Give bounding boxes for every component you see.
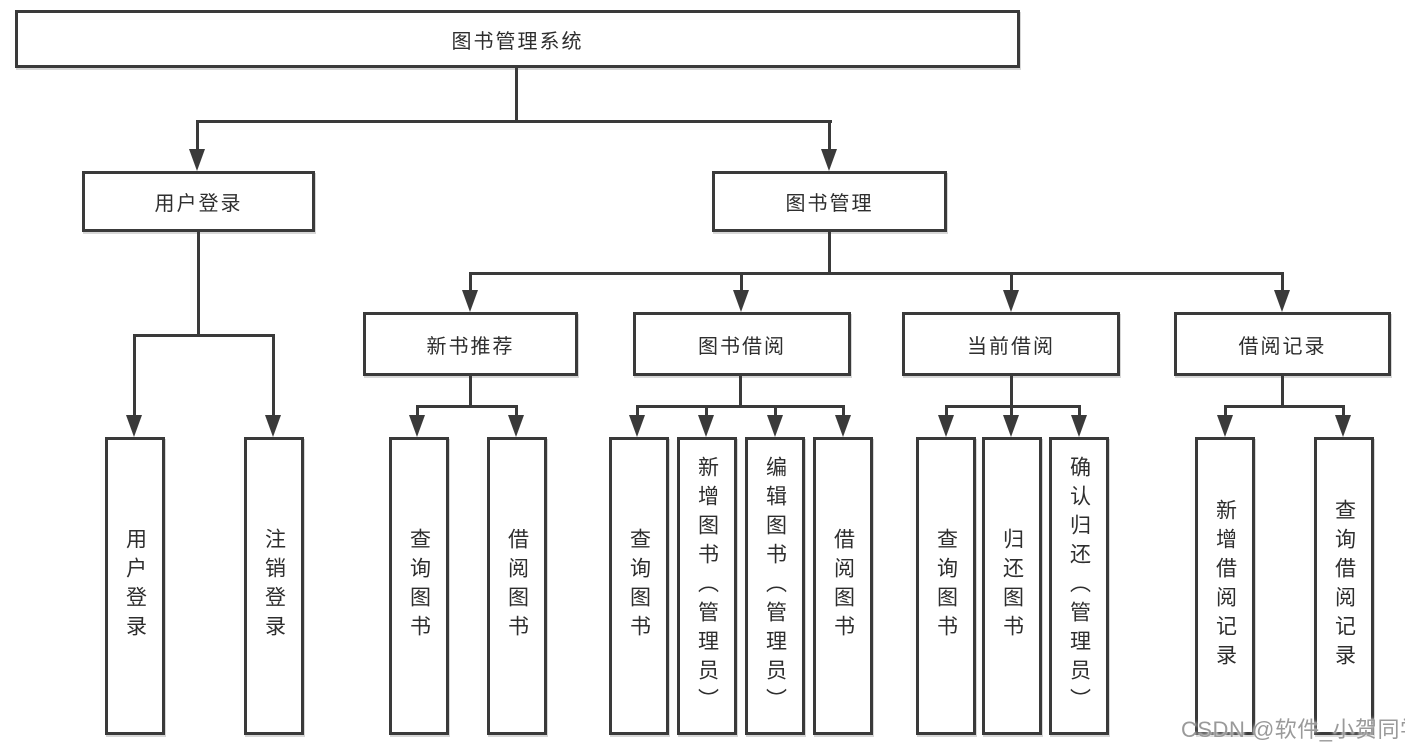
connector-root-stem <box>515 68 518 122</box>
connector-to-book-mgmt <box>828 120 831 156</box>
arrow-down-icon <box>1071 415 1087 437</box>
leaf-user-login: 用户登录 <box>105 437 165 735</box>
connector-to-current-borrow <box>1010 272 1013 298</box>
arrow-down-icon <box>1003 415 1019 437</box>
node-library-system: 图书管理系统 <box>15 10 1020 68</box>
arrow-down-icon <box>508 415 524 437</box>
connector-borrow-records-rail <box>1224 405 1345 408</box>
connector-to-leaf <box>133 334 136 419</box>
leaf-query-books: 查询图书 <box>916 437 976 735</box>
node-new-books-label: 新书推荐 <box>426 335 515 358</box>
connector-borrow-records-stem <box>1281 376 1284 407</box>
arrow-down-icon <box>835 415 851 437</box>
node-borrow-records-label: 借阅记录 <box>1238 335 1327 358</box>
leaf-user-login-label: 用户登录 <box>123 528 147 644</box>
arrow-down-icon <box>938 415 954 437</box>
arrow-down-icon <box>821 149 837 171</box>
connector-current-borrow-rail <box>945 405 1081 408</box>
leaf-logout-label: 注销登录 <box>262 528 286 644</box>
node-borrow-records: 借阅记录 <box>1174 312 1391 376</box>
connector-to-book-borrow <box>740 272 743 298</box>
connector-to-borrow-records <box>1281 272 1284 298</box>
leaf-add-borrow-record: 新增借阅记录 <box>1195 437 1255 735</box>
leaf-edit-books-admin-label: 编辑图书（管理员） <box>763 455 787 717</box>
leaf-confirm-return-admin-label: 确认归还（管理员） <box>1067 455 1091 717</box>
connector-current-borrow-stem <box>1010 376 1013 407</box>
leaf-query-books-label: 查询图书 <box>407 528 431 644</box>
connector-book-mgmt-stem <box>828 232 831 275</box>
leaf-add-books-admin-label: 新增图书（管理员） <box>695 455 719 717</box>
arrow-down-icon <box>1335 415 1351 437</box>
connector-root-rail <box>196 120 832 123</box>
leaf-return-books: 归还图书 <box>982 437 1042 735</box>
leaf-add-books-admin: 新增图书（管理员） <box>677 437 737 735</box>
leaf-return-books-label: 归还图书 <box>1000 528 1024 644</box>
node-book-borrow-label: 图书借阅 <box>698 335 786 358</box>
connector-user-login-stem <box>197 232 200 336</box>
connector-to-leaf <box>272 334 275 419</box>
leaf-query-borrow-record-label: 查询借阅记录 <box>1332 499 1356 673</box>
connector-new-books-rail <box>416 405 518 408</box>
arrow-down-icon <box>126 415 142 437</box>
connector-new-books-stem <box>469 376 472 407</box>
arrow-down-icon <box>629 415 645 437</box>
leaf-query-books: 查询图书 <box>389 437 449 735</box>
leaf-query-books: 查询图书 <box>609 437 669 735</box>
leaf-confirm-return-admin: 确认归还（管理员） <box>1049 437 1109 735</box>
connector-to-new-books <box>469 272 472 298</box>
leaf-query-borrow-record: 查询借阅记录 <box>1314 437 1374 735</box>
leaf-add-borrow-record-label: 新增借阅记录 <box>1213 499 1237 673</box>
arrow-down-icon <box>265 415 281 437</box>
arrow-down-icon <box>767 415 783 437</box>
node-current-borrow: 当前借阅 <box>902 312 1120 376</box>
arrow-down-icon <box>409 415 425 437</box>
node-current-borrow-label: 当前借阅 <box>967 335 1055 358</box>
leaf-edit-books-admin: 编辑图书（管理员） <box>745 437 805 735</box>
arrow-down-icon <box>462 290 478 312</box>
connector-book-mgmt-rail <box>469 272 1284 275</box>
node-book-mgmt-label: 图书管理 <box>785 193 874 215</box>
csdn-watermark: CSDN @软件_小贺同学 <box>1181 717 1405 742</box>
leaf-query-books-label: 查询图书 <box>934 528 958 644</box>
connector-book-borrow-rail <box>636 405 845 408</box>
leaf-query-books-label: 查询图书 <box>627 528 651 644</box>
connector-to-user-login <box>196 120 199 156</box>
arrow-down-icon <box>1217 415 1233 437</box>
leaf-borrow-books-label: 借阅图书 <box>831 528 855 644</box>
arrow-down-icon <box>733 290 749 312</box>
connector-user-login-rail <box>133 334 275 337</box>
arrow-down-icon <box>1003 290 1019 312</box>
node-user-login-label: 用户登录 <box>154 193 243 215</box>
node-book-borrow: 图书借阅 <box>633 312 851 376</box>
arrow-down-icon <box>698 415 714 437</box>
node-library-system-label: 图书管理系统 <box>451 30 584 53</box>
node-book-mgmt: 图书管理 <box>712 171 947 232</box>
leaf-borrow-books: 借阅图书 <box>813 437 873 735</box>
leaf-borrow-books: 借阅图书 <box>487 437 547 735</box>
node-new-books: 新书推荐 <box>363 312 578 376</box>
arrow-down-icon <box>1274 290 1290 312</box>
node-user-login: 用户登录 <box>82 171 315 232</box>
leaf-borrow-books-label: 借阅图书 <box>505 528 529 644</box>
arrow-down-icon <box>189 149 205 171</box>
leaf-logout: 注销登录 <box>244 437 304 735</box>
connector-book-borrow-stem <box>739 376 742 407</box>
